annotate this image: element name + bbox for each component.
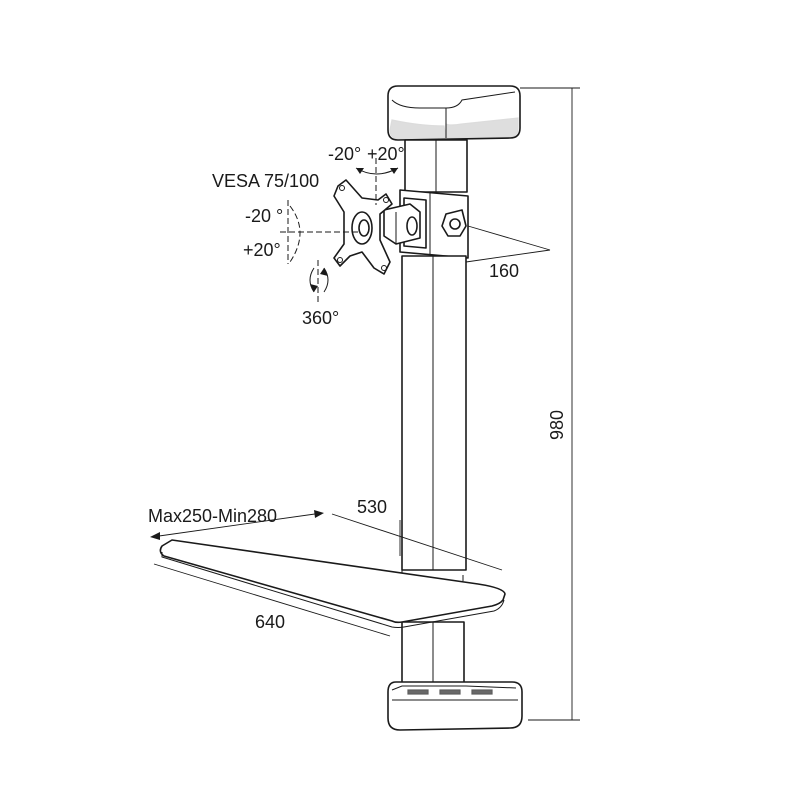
rotation-arrow-icon [309,267,329,293]
vesa-plate [333,179,393,275]
axis-lines [280,158,377,305]
tilt-arrow-icon [355,167,399,175]
height-dimension: 980 [520,87,580,721]
top-cap [387,85,521,141]
monitor-arm [383,203,421,245]
tray-width-dimension: 640 [153,563,391,637]
base [387,681,523,731]
pole-lower [401,255,467,687]
swivel-arc-icon [287,200,301,264]
height-label: 980 [547,410,567,440]
tray-range-label: Max250-Min280 [148,506,277,526]
keyboard-tray [159,539,506,628]
tray-depth-dimension: 530 [331,497,503,571]
tray-range-dimension: Max250-Min280 [148,506,324,540]
arm-depth-dimension: 160 [465,225,551,281]
tray-width-label: 640 [255,612,285,632]
swivel-plus-label: +20° [243,240,281,260]
tray-depth-label: 530 [357,497,387,517]
tilt-minus-label: -20° [328,144,361,164]
rotation-label: 360° [302,308,339,328]
swivel-minus-label: -20 ° [245,206,283,226]
vesa-label: VESA 75/100 [212,171,319,191]
knob-icon [441,209,467,237]
arm-depth-label: 160 [489,261,519,281]
tilt-plus-label: +20° [367,144,405,164]
pole-upper [404,139,468,193]
